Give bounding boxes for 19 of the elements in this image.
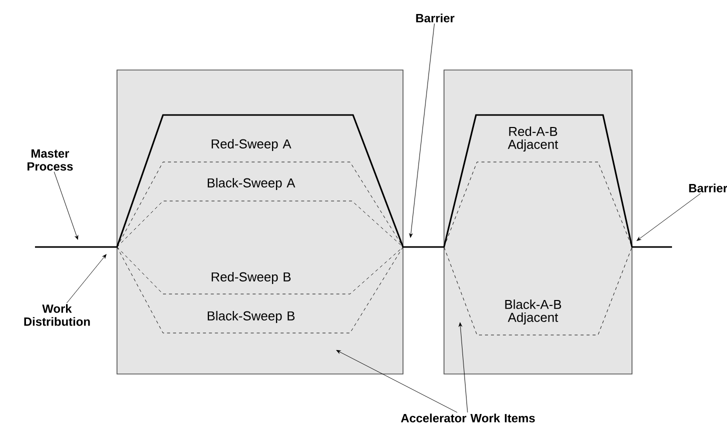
leader-line (66, 254, 106, 304)
work-item-box (116, 70, 404, 374)
sweep-label: Black-A-B Adjacent (505, 299, 562, 325)
callout-label: Barrier (689, 184, 727, 192)
callout-label: Barrier (416, 14, 454, 22)
sweep-label: Black-Sweep A (208, 178, 296, 190)
sweep-label: Red-Sweep B (212, 272, 291, 284)
leader-line (458, 322, 468, 413)
leader-line (336, 350, 458, 413)
callout-label: Master Process (28, 149, 73, 171)
sweep-label: Red-Sweep A (212, 138, 292, 152)
leader-line (409, 23, 435, 238)
sweep-label: Black-Sweep B (208, 310, 295, 324)
leader-line (54, 172, 78, 240)
leader-line (636, 193, 701, 241)
sweep-label: Red-A-B Adjacent (508, 126, 558, 152)
callout-label: Work Distribution (24, 304, 90, 326)
callout-label: Accelerator Work Items (400, 414, 535, 422)
work-item-box (444, 70, 632, 374)
